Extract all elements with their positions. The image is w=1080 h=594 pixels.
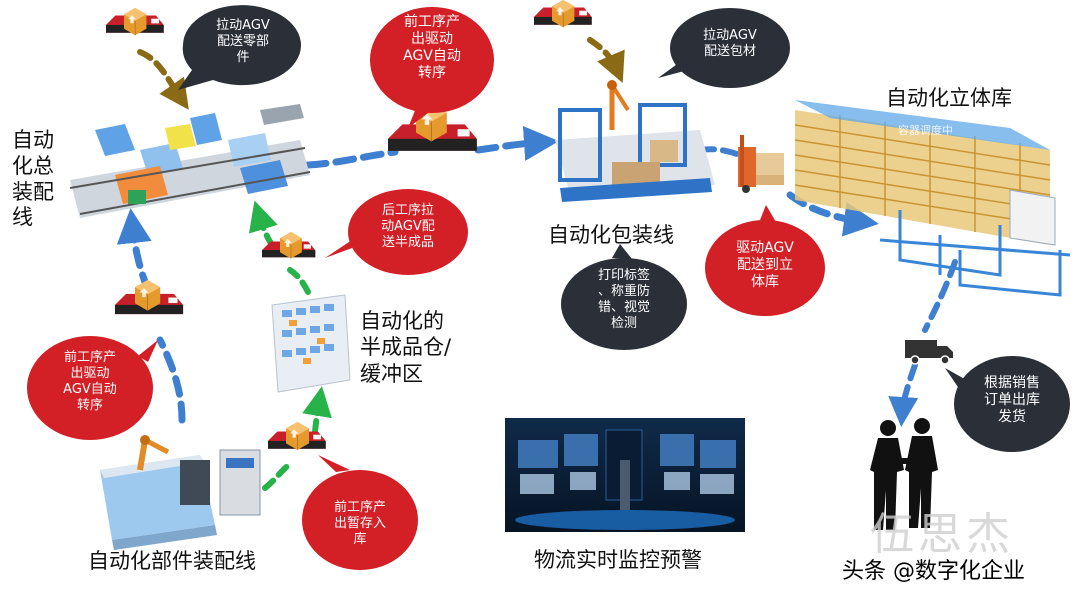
flow-agv-to-assembly [116, 208, 152, 294]
packaging-line-illustration [555, 80, 715, 202]
bubble-text-drive-to-warehouse: 驱动AGV 配送到立 体库 [736, 240, 794, 291]
bubble-text-post-pull-semi: 后工序拉 动AGV配 送半成品 [381, 203, 435, 250]
watermark-caption: 头条 @数字化企业 [842, 559, 1025, 584]
agv-top-left [106, 7, 164, 36]
agv-left-mid [115, 279, 184, 315]
bubble-text-print-label: 打印标签 、称重防 错、视觉 检测 [597, 268, 650, 331]
flow-component-to-temp-agv [262, 459, 295, 491]
component-assembly-illustration [100, 435, 261, 550]
flow-component-to-agv [156, 336, 186, 424]
bubble-ship-by-order [954, 356, 1070, 452]
flow-truck-to-customers [888, 362, 919, 427]
bubble-prev-drive-top [370, 7, 494, 113]
stereo-warehouse-illustration [794, 100, 1071, 297]
watermark-ghost-text: 伍思杰 [870, 509, 1014, 560]
agv-top-right [534, 0, 592, 28]
bubble-text-temp-store: 前工序产 出暂存入 库 [333, 500, 386, 547]
warehouse-overlay-text: 容器调度中 [898, 124, 953, 137]
truck-icon [905, 340, 953, 365]
label-monitoring: 物流实时监控预警 [534, 548, 702, 572]
bubble-text-ship-by-order: 根据销售 订单出库 发货 [984, 375, 1040, 426]
monitoring-screen-image [505, 418, 745, 532]
bubble-prev-drive-left [27, 336, 153, 440]
bubble-text-agv-pull-pack: 拉动AGV 配送包材 [703, 28, 757, 59]
bubble-temp-store [302, 470, 418, 570]
bubble-text-prev-drive-top: 前工序产 出驱动 AGV自动 转序 [403, 14, 461, 82]
robot-arm-icon [607, 80, 630, 130]
label-final-assembly: 自动 化总 装配 线 [12, 128, 54, 230]
handshake-people-icon [870, 418, 938, 530]
flow-top-agv-to-packaging [587, 37, 625, 84]
flow-assembly-to-agv [304, 148, 399, 169]
bubble-text-agv-pull-parts: 拉动AGV 配送零部 件 [216, 18, 270, 65]
label-stereo-warehouse: 自动化立体库 [886, 86, 1012, 110]
bubble-agv-pull-pack [670, 8, 790, 88]
semi-finished-rack-illustration [271, 294, 351, 393]
label-semi-finished: 自动化的 半成品仓/ 缓冲区 [360, 309, 452, 386]
flow-top-agv-to-assembly [137, 49, 189, 110]
speech-bubbles [27, 5, 1070, 570]
label-component-assembly: 自动化部件装配线 [88, 549, 256, 573]
bubble-post-pull-semi [348, 189, 468, 275]
forklift-icon [738, 135, 784, 193]
bubble-text-prev-drive-left: 前工序产 出驱动 AGV自动 转序 [63, 350, 117, 413]
label-packaging-line: 自动化包装线 [548, 223, 674, 247]
flow-semi-to-agv [287, 267, 311, 295]
flow-agv-to-assembly-green [248, 200, 278, 248]
final-assembly-line-illustration [69, 104, 311, 218]
bubble-agv-pull-parts [178, 5, 301, 90]
bubble-print-label [561, 258, 687, 350]
flow-temp-agv-to-semi [302, 386, 332, 435]
flow-agv-to-packaging [474, 125, 559, 161]
robot-arm-icon [137, 435, 170, 471]
flow-warehouse-to-truck [922, 259, 958, 333]
bubble-drive-to-warehouse [705, 220, 825, 316]
